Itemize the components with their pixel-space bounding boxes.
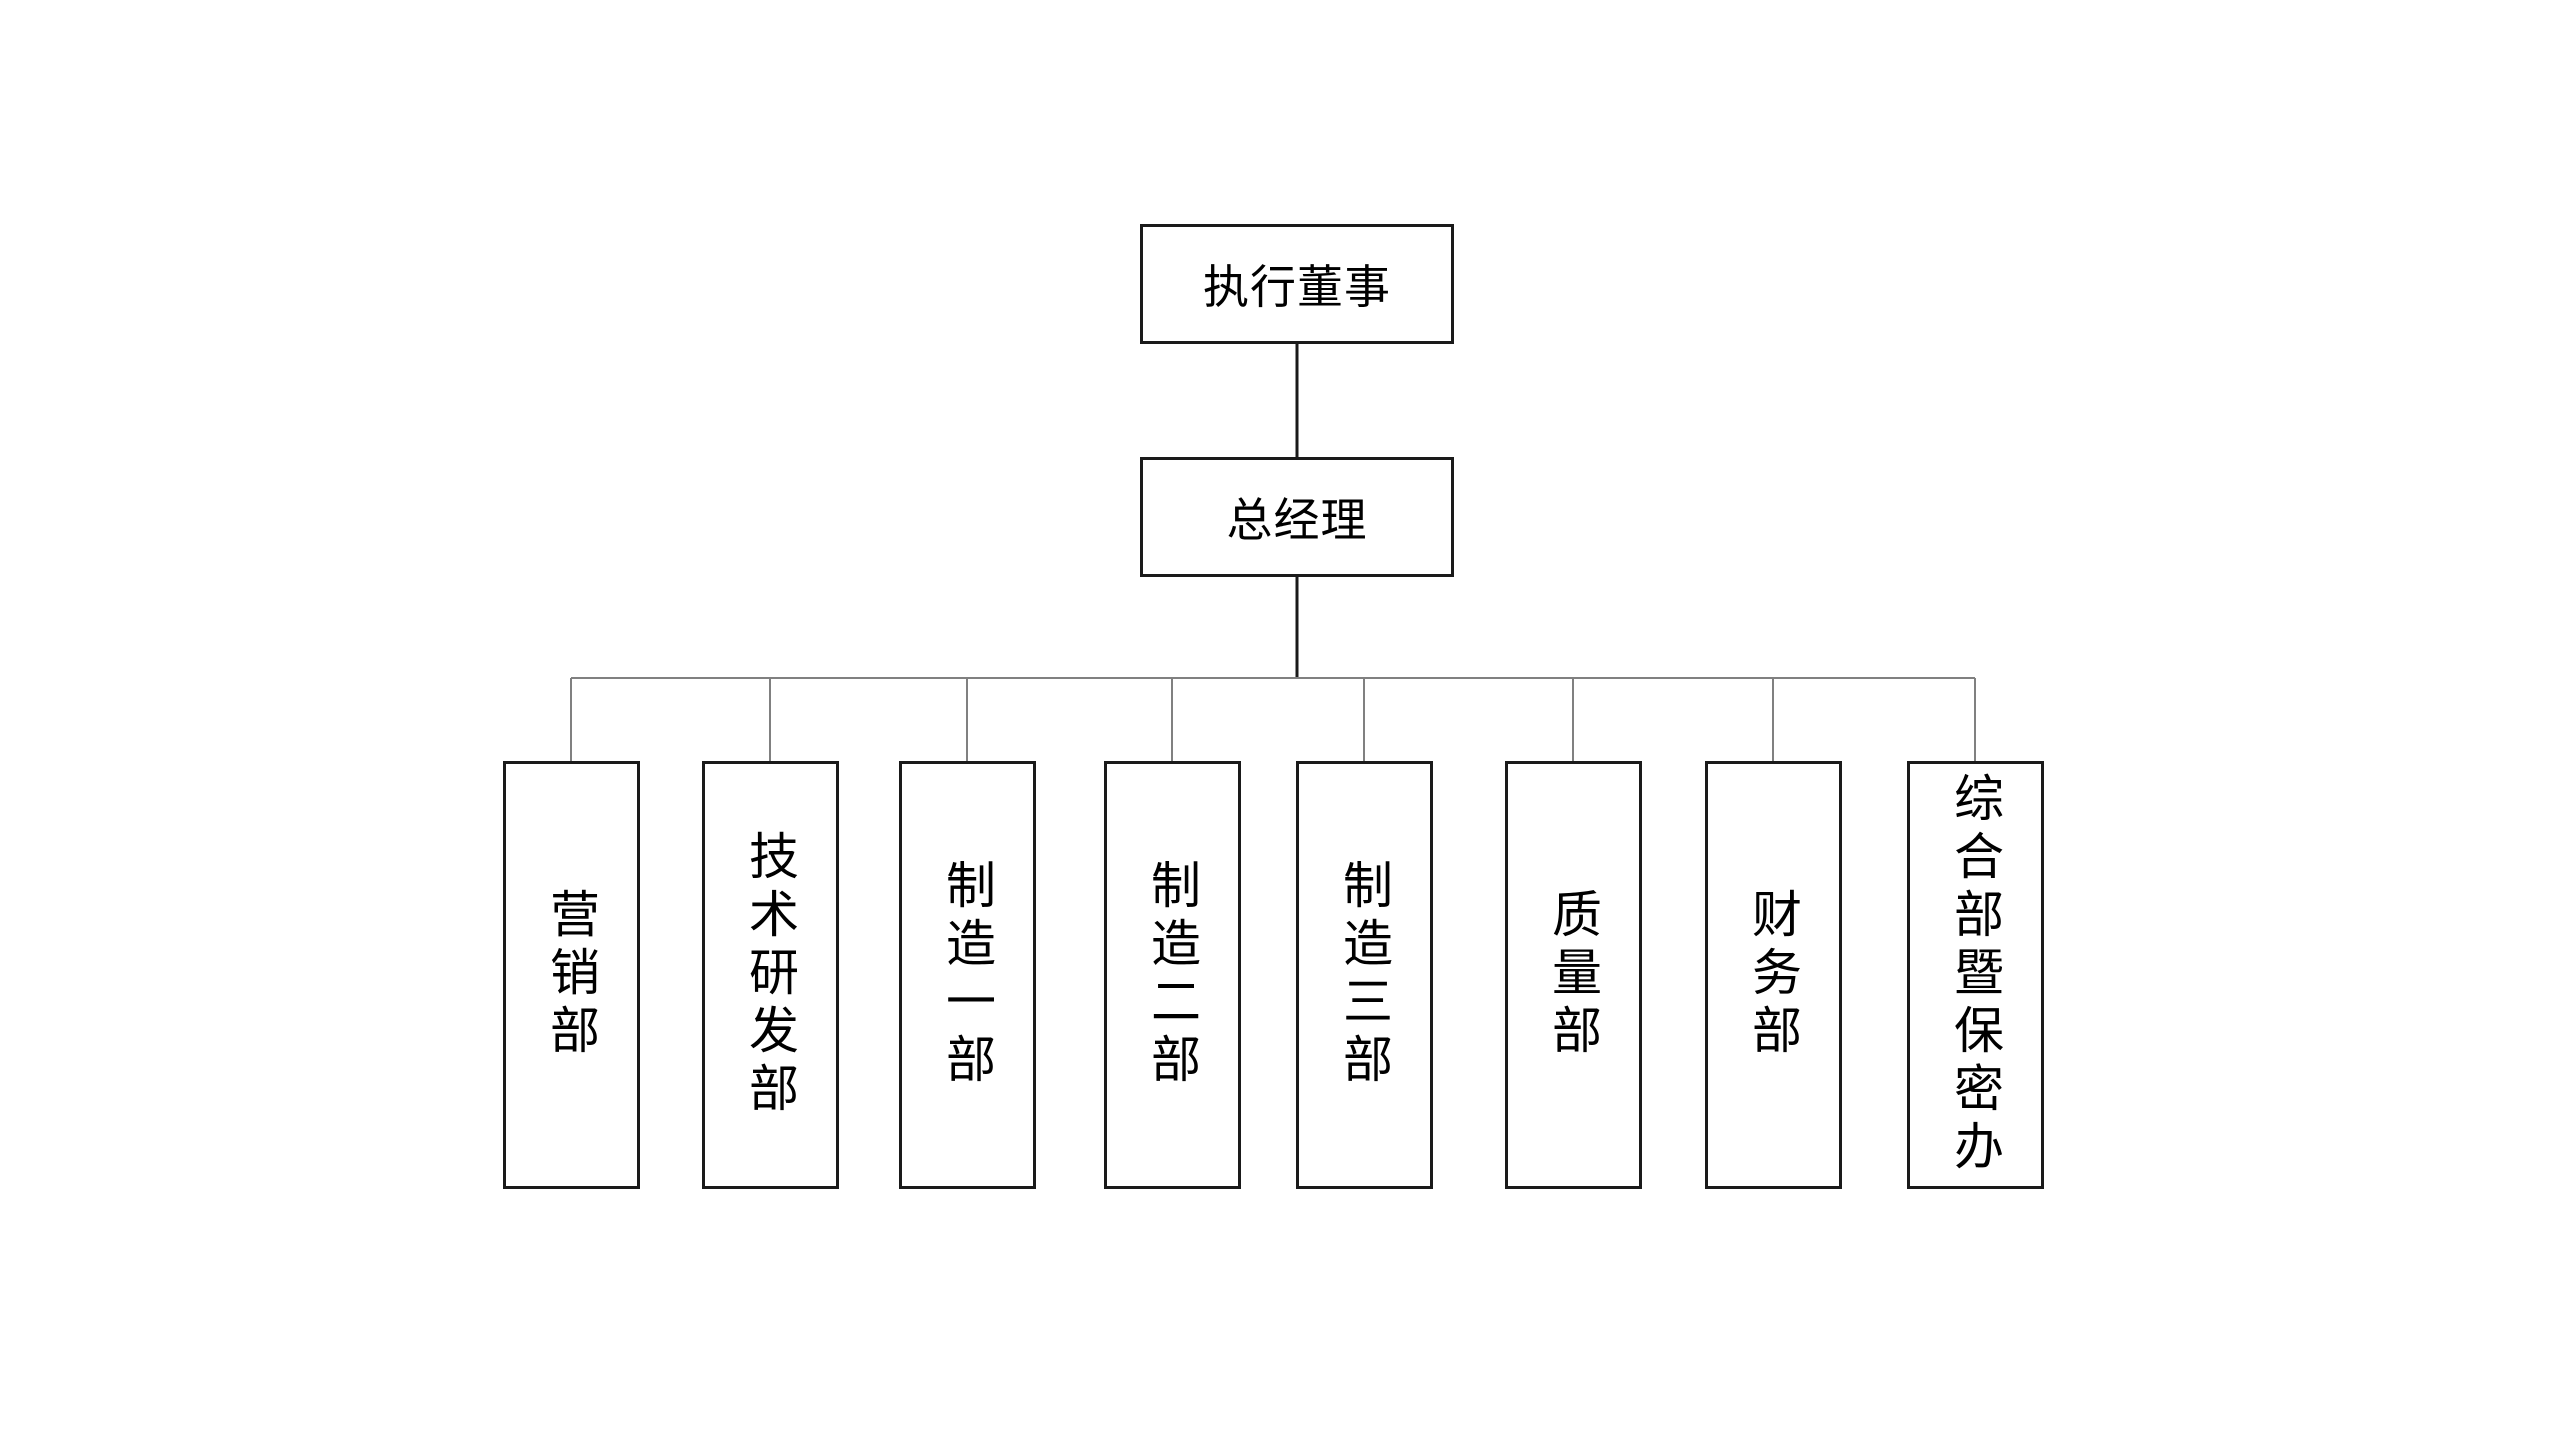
dept-box-quality: 质量部 <box>1504 761 1642 1189</box>
dept-box-manufacturing-1: 制造一部 <box>898 761 1036 1189</box>
executive-director-box: 执行董事 <box>1140 224 1454 344</box>
dept-box-marketing: 营销部 <box>502 761 640 1189</box>
dept-label-finance: 财务部 <box>1744 888 1802 1062</box>
general-manager-label: 总经理 <box>1226 493 1368 547</box>
dept-label-marketing: 营销部 <box>542 888 600 1062</box>
dept-box-manufacturing-2: 制造二部 <box>1103 761 1241 1189</box>
dept-box-finance: 财务部 <box>1704 761 1842 1189</box>
executive-director-label: 执行董事 <box>1203 260 1391 314</box>
department-drop-lines <box>570 678 1976 761</box>
dept-label-general-affairs: 综合部暨保密办 <box>1946 772 2004 1178</box>
dept-box-general-affairs: 综合部暨保密办 <box>1906 761 2044 1189</box>
dept-label-manufacturing-2: 制造二部 <box>1143 859 1201 1091</box>
dept-label-rnd: 技术研发部 <box>741 830 799 1120</box>
dept-box-manufacturing-3: 制造三部 <box>1295 761 1433 1189</box>
dept-label-manufacturing-1: 制造一部 <box>938 859 996 1091</box>
dept-box-rnd: 技术研发部 <box>701 761 839 1189</box>
dept-label-quality: 质量部 <box>1544 888 1602 1062</box>
dept-label-manufacturing-3: 制造三部 <box>1335 859 1393 1091</box>
general-manager-box: 总经理 <box>1140 457 1454 577</box>
